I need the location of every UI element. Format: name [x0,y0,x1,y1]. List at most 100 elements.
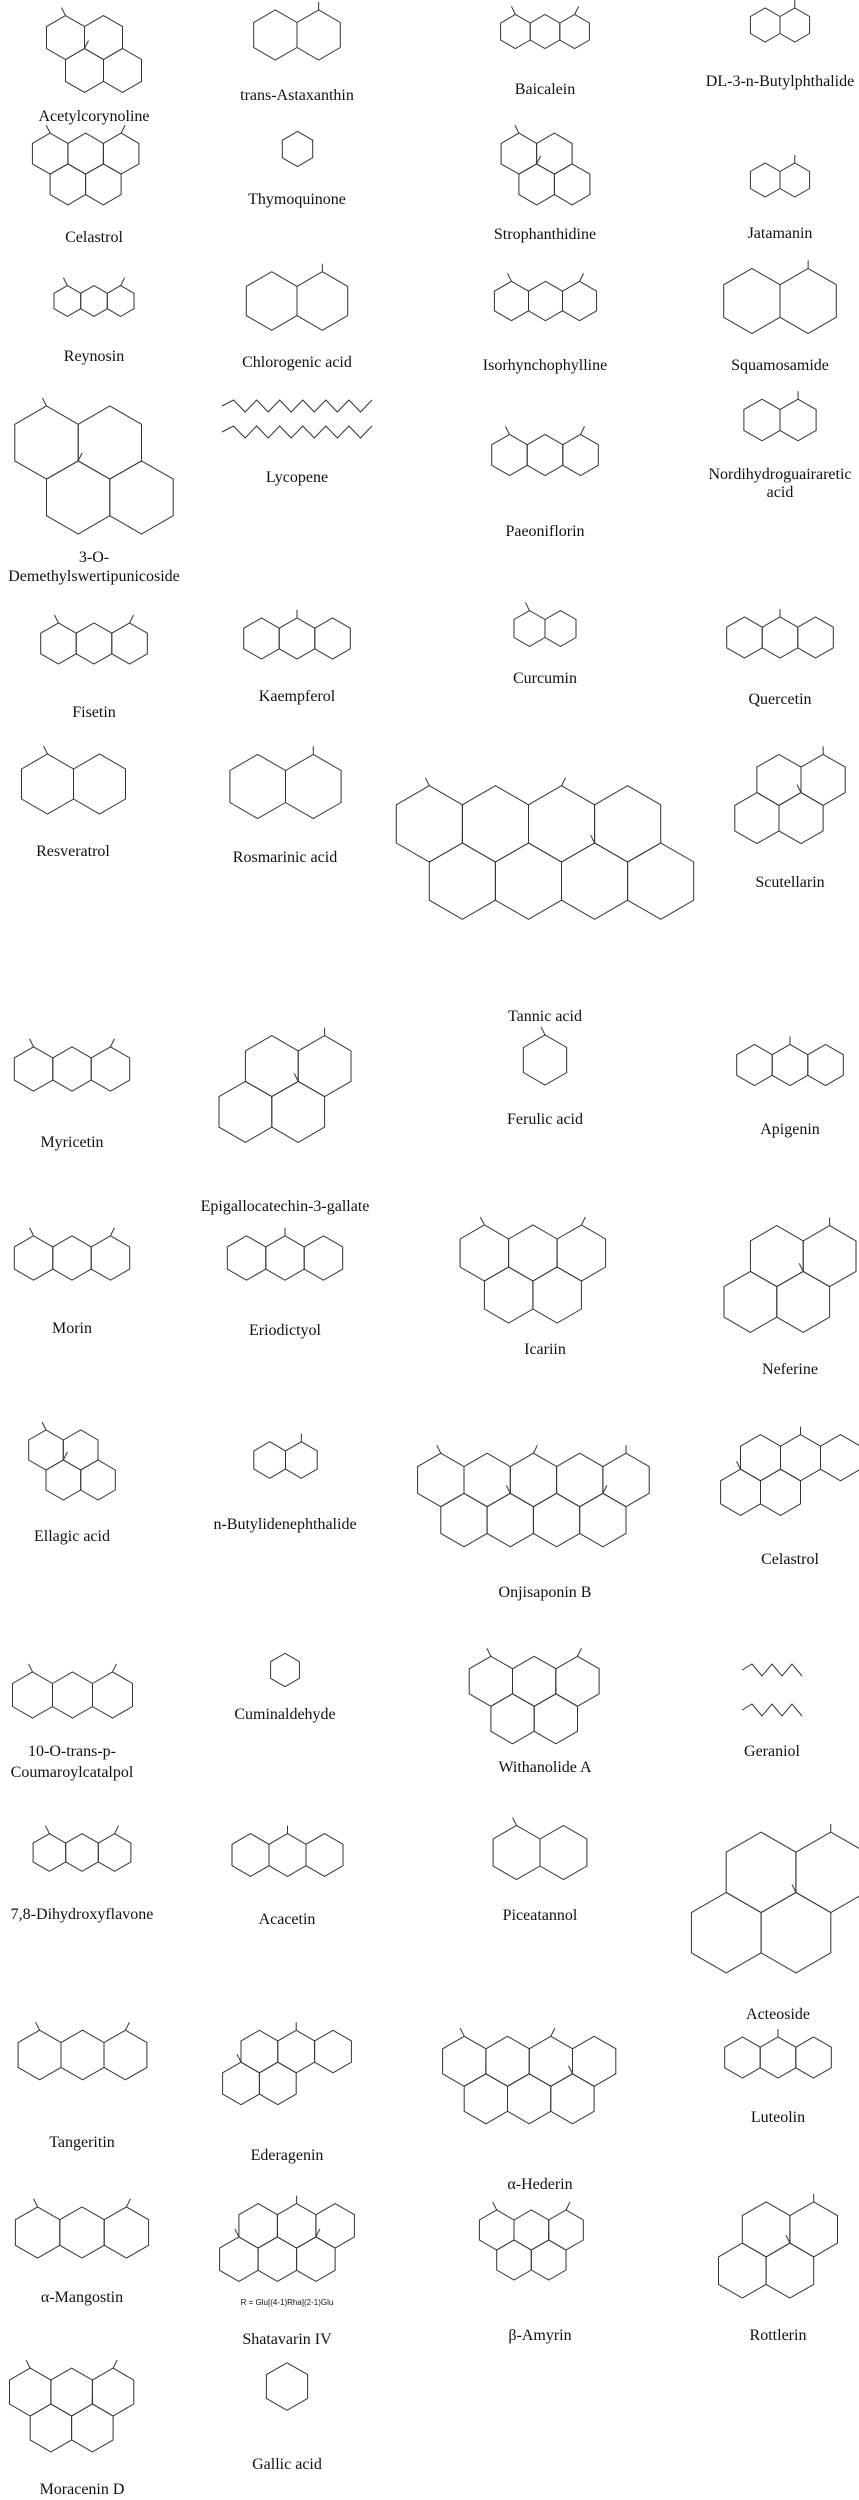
ring [91,1671,133,1719]
compound-name-label: Resveratrol [36,843,110,860]
compound-name-label: Curcumin [513,670,577,687]
ring [513,610,546,647]
ring [265,1235,305,1281]
substituent-bond [42,397,47,407]
ring [461,785,529,863]
structure-svg [749,0,811,43]
compound-name-label: Nordihydroguairaretic [708,466,852,483]
chemical-structure-drawing [222,2022,352,2110]
structure-svg [17,2021,147,2081]
ring [17,2029,61,2081]
compound-name-label: Lycopene [265,469,329,486]
compound-name-label: Coumaroylcatalpol [10,1764,134,1781]
ring [561,842,629,920]
structure-svg [9,2359,135,2453]
ring [548,2209,584,2251]
substituent-bond [62,277,68,286]
substituent-bond [125,2198,131,2208]
substituent-bond [602,1485,608,1494]
ring [31,132,68,175]
substituent-bond [62,1451,68,1461]
chemical-structure-drawing [46,0,142,108]
chemical-structure-drawing [245,1650,325,1690]
structure-svg [719,1426,859,1516]
ring [726,616,763,659]
chemical-structure-drawing [720,1217,859,1340]
chemical-structure-drawing [220,1218,350,1298]
ring [29,2403,73,2453]
substituent-bond [236,2053,242,2063]
substituent-caption: R = Glu[(4-1)Rha](2-1)Glu [240,2298,334,2307]
ring [219,2236,259,2282]
structure-svg [13,1227,131,1281]
substituent-bond [790,1884,796,1893]
ring [513,2209,550,2251]
structure-svg [491,426,599,477]
ring [28,1429,64,1471]
ring [776,1270,831,1333]
chemical-structure-drawing [488,262,603,340]
ring [218,1080,273,1143]
ring [555,1655,600,1707]
compound-name-label: acid [766,484,794,501]
ring [49,163,86,206]
ring [572,2035,617,2087]
ring [111,622,148,665]
structure-svg [226,1227,344,1281]
ring [296,2236,336,2282]
structure-svg [492,1817,588,1881]
chemical-structure-drawing [219,2195,355,2290]
compound-name-label: Eriodictyol [249,1322,321,1339]
substituent-bond [42,745,48,755]
ring [779,1434,821,1482]
ring [539,1824,588,1881]
ring [761,616,799,659]
substituent-bond [54,614,59,624]
substituent-bond [45,124,51,134]
compound-name-label: Tannic acid [508,1008,582,1025]
substituent-bond [512,1817,517,1826]
compound-name-label: Fisetin [72,704,116,721]
compound-name-label: Apigenin [760,1121,820,1138]
ring [90,1046,131,1092]
chemical-structure-drawing [237,607,357,670]
substituent-bond [550,2028,556,2037]
chemical-structure-drawing [215,1027,355,1150]
compound-name-label: trans-Astaxanthin [240,87,354,104]
ring [244,1035,299,1098]
chemical-structure-drawing [485,1026,605,1090]
substituent-bond [535,155,541,165]
ring [779,162,811,198]
ring [103,2029,147,2081]
structure-svg [734,746,846,845]
chemical-structure-drawing [720,605,840,670]
ring [14,405,79,480]
ring [463,2073,508,2125]
ring [532,1492,581,1548]
compound-name-label: Thymoquinone [248,191,346,208]
ring [11,1671,53,1719]
substituent-bond [505,1485,511,1494]
ring [492,1824,541,1881]
chemical-structure-drawing [480,1817,600,1885]
substituent-bond [735,1461,741,1470]
ring [532,1266,582,1324]
compound-name-label: Celastrol [65,229,123,246]
ring [258,2061,297,2106]
structure-svg [221,399,373,439]
ring [789,2201,838,2258]
chemical-structure-drawing [34,607,154,680]
ring [91,2367,135,2417]
ring [277,2029,316,2074]
substituent-bond [532,1444,538,1454]
ring [778,792,824,845]
structure-svg [281,130,313,168]
ring [491,433,528,477]
substituent-bond [796,784,802,793]
compound-name-label: Ederagenin [250,2147,324,2164]
ring [228,753,286,820]
ring [478,2209,515,2251]
compound-name-label: α-Mangostin [40,2289,124,2306]
chemical-structure-drawing [730,1030,850,1100]
chemical-structure-drawing [715,746,859,850]
